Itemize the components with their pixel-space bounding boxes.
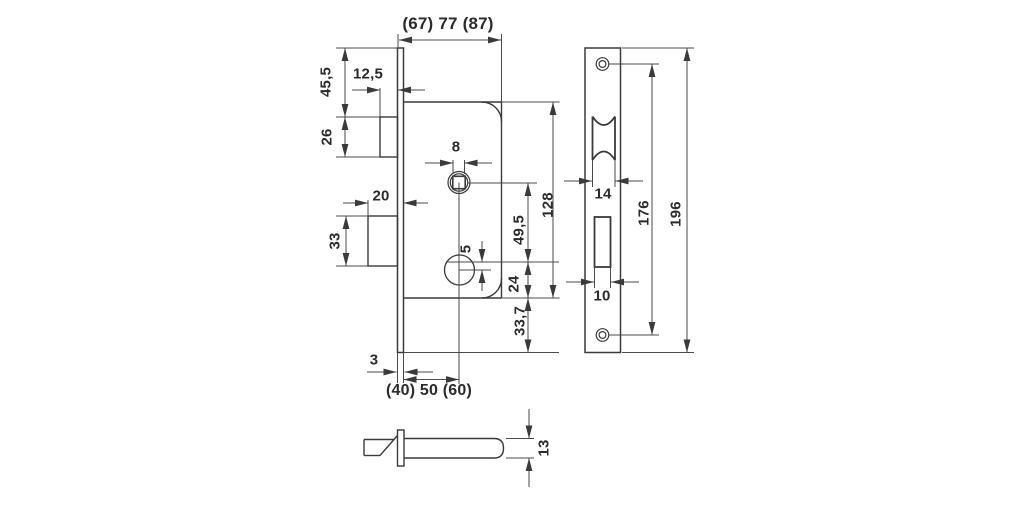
dim-deadbolt-throw: 20 xyxy=(372,187,390,205)
dim-case-depth: (67) 77 (87) xyxy=(402,14,494,33)
faceplate-section xyxy=(396,429,405,467)
dim-latch-cutout-width: 14 xyxy=(594,185,612,203)
latch-tip-wedge xyxy=(363,435,399,457)
faceplate-strip xyxy=(396,47,405,354)
faceplate-side-view xyxy=(396,47,405,354)
deadbolt-cutout xyxy=(593,216,612,268)
deadbolt xyxy=(367,215,399,267)
screw-hole-top xyxy=(595,57,610,71)
dim-latch-height: 26 xyxy=(318,128,336,146)
dim-case-height: 128 xyxy=(539,192,557,218)
dim-faceplate-length: 196 xyxy=(667,201,685,227)
latch-cutout xyxy=(591,115,616,161)
dim-cylinder-offset: 5 xyxy=(457,244,475,254)
latch-side-view xyxy=(363,429,505,467)
dim-faceplate-thickness: 3 xyxy=(369,351,379,369)
faceplate-front-view xyxy=(584,47,622,354)
dim-latch-protrusion: 12,5 xyxy=(353,65,383,83)
case-corner-arc-bottom xyxy=(481,278,503,299)
dimension-lines xyxy=(341,36,691,487)
lock-case xyxy=(367,101,503,299)
dim-spindle-to-ref: 49,5 xyxy=(510,215,528,245)
dim-screw-hole-distance: 176 xyxy=(635,200,653,226)
case-corner-arc-top xyxy=(481,101,503,122)
dim-top-to-latch: 45,5 xyxy=(317,67,335,97)
bolt-rounded-end xyxy=(493,437,505,459)
screw-hole-bottom xyxy=(595,328,610,342)
dim-spindle-square: 8 xyxy=(451,138,461,156)
dim-latch-bolt-thickness: 13 xyxy=(535,439,553,457)
latch-bolt xyxy=(379,116,399,158)
dim-deadbolt-cutout-width: 10 xyxy=(593,287,611,305)
faceplate-front xyxy=(584,47,622,354)
dim-ref-to-bottom: 24 xyxy=(505,275,523,293)
dim-backset: (40) 50 (60) xyxy=(386,382,472,399)
dim-deadbolt-height: 33 xyxy=(326,232,344,250)
dim-bottom-margin: 33,7 xyxy=(511,306,529,336)
